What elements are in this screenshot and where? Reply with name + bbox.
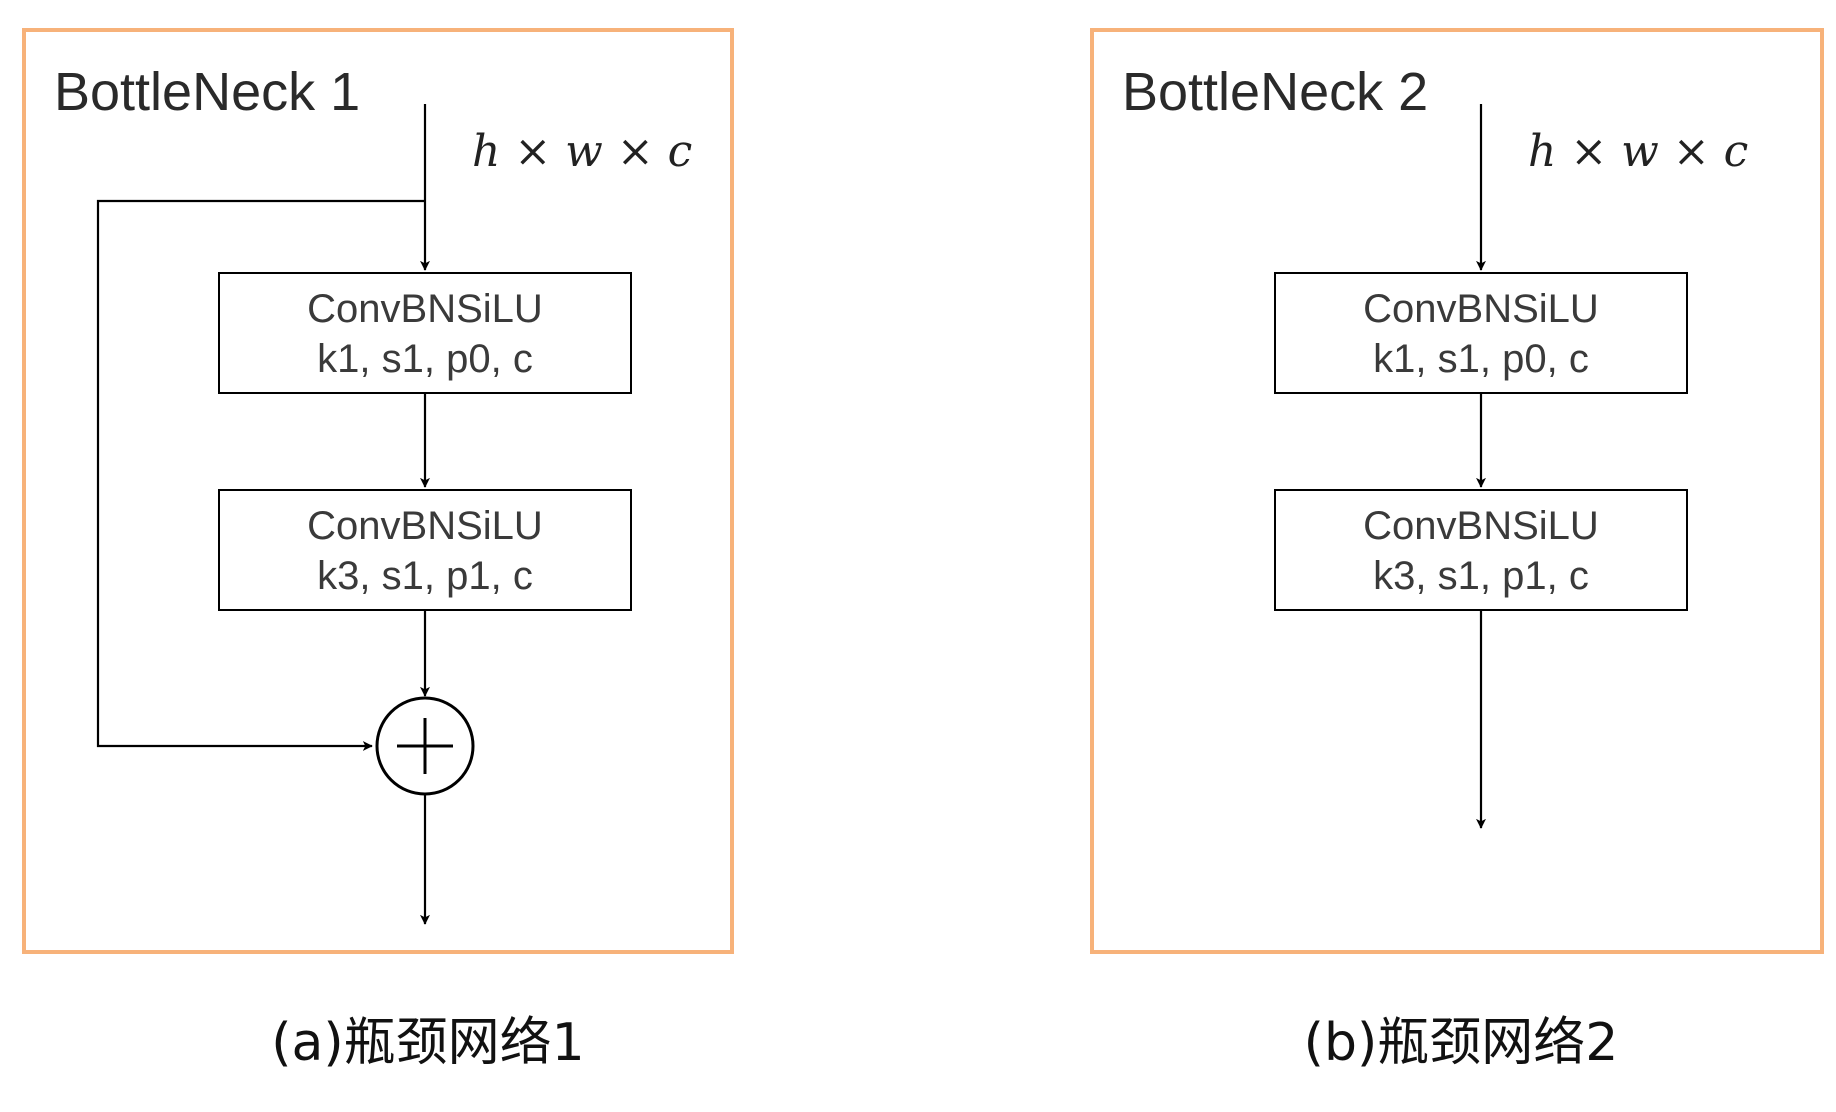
conv-block-name: ConvBNSiLU <box>307 504 543 548</box>
conv-block-name: ConvBNSiLU <box>307 287 543 331</box>
conv-block-box <box>218 272 632 394</box>
panel-bottleneck-1: BottleNeck 1 h × w × c ConvBNSiLU k1, s1… <box>22 28 734 954</box>
conv-block-box <box>218 489 632 611</box>
conv-block-name: ConvBNSiLU <box>1363 287 1599 331</box>
panel-bottleneck-2: BottleNeck 2 h × w × c ConvBNSiLU k1, s1… <box>1090 28 1824 954</box>
caption-a: (a)瓶颈网络1 <box>271 1013 585 1073</box>
conv-block-1: ConvBNSiLU k1, s1, p0, c <box>1274 272 1688 394</box>
conv-block-2: ConvBNSiLU k3, s1, p1, c <box>218 489 632 611</box>
input-dims-label: h × w × c <box>1528 126 1748 177</box>
conv-block-params: k3, s1, p1, c <box>1373 554 1589 598</box>
conv-block-params: k1, s1, p0, c <box>317 337 533 381</box>
conv-block-name: ConvBNSiLU <box>1363 504 1599 548</box>
add-node <box>375 696 475 796</box>
skip-connection-arrow <box>96 199 425 751</box>
conv-block-2: ConvBNSiLU k3, s1, p1, c <box>1274 489 1688 611</box>
panel-title: BottleNeck 2 <box>1122 62 1428 122</box>
conv-block-box <box>1274 272 1688 394</box>
conv-block-1: ConvBNSiLU k1, s1, p0, c <box>218 272 632 394</box>
caption-b: (b)瓶颈网络2 <box>1304 1013 1619 1073</box>
conv-block-params: k1, s1, p0, c <box>1373 337 1589 381</box>
panel-frame <box>22 28 734 954</box>
panel-title: BottleNeck 1 <box>54 62 360 122</box>
conv-block-box <box>1274 489 1688 611</box>
input-dims-label: h × w × c <box>472 126 692 177</box>
panel-frame <box>1090 28 1824 954</box>
conv-block-params: k3, s1, p1, c <box>317 554 533 598</box>
